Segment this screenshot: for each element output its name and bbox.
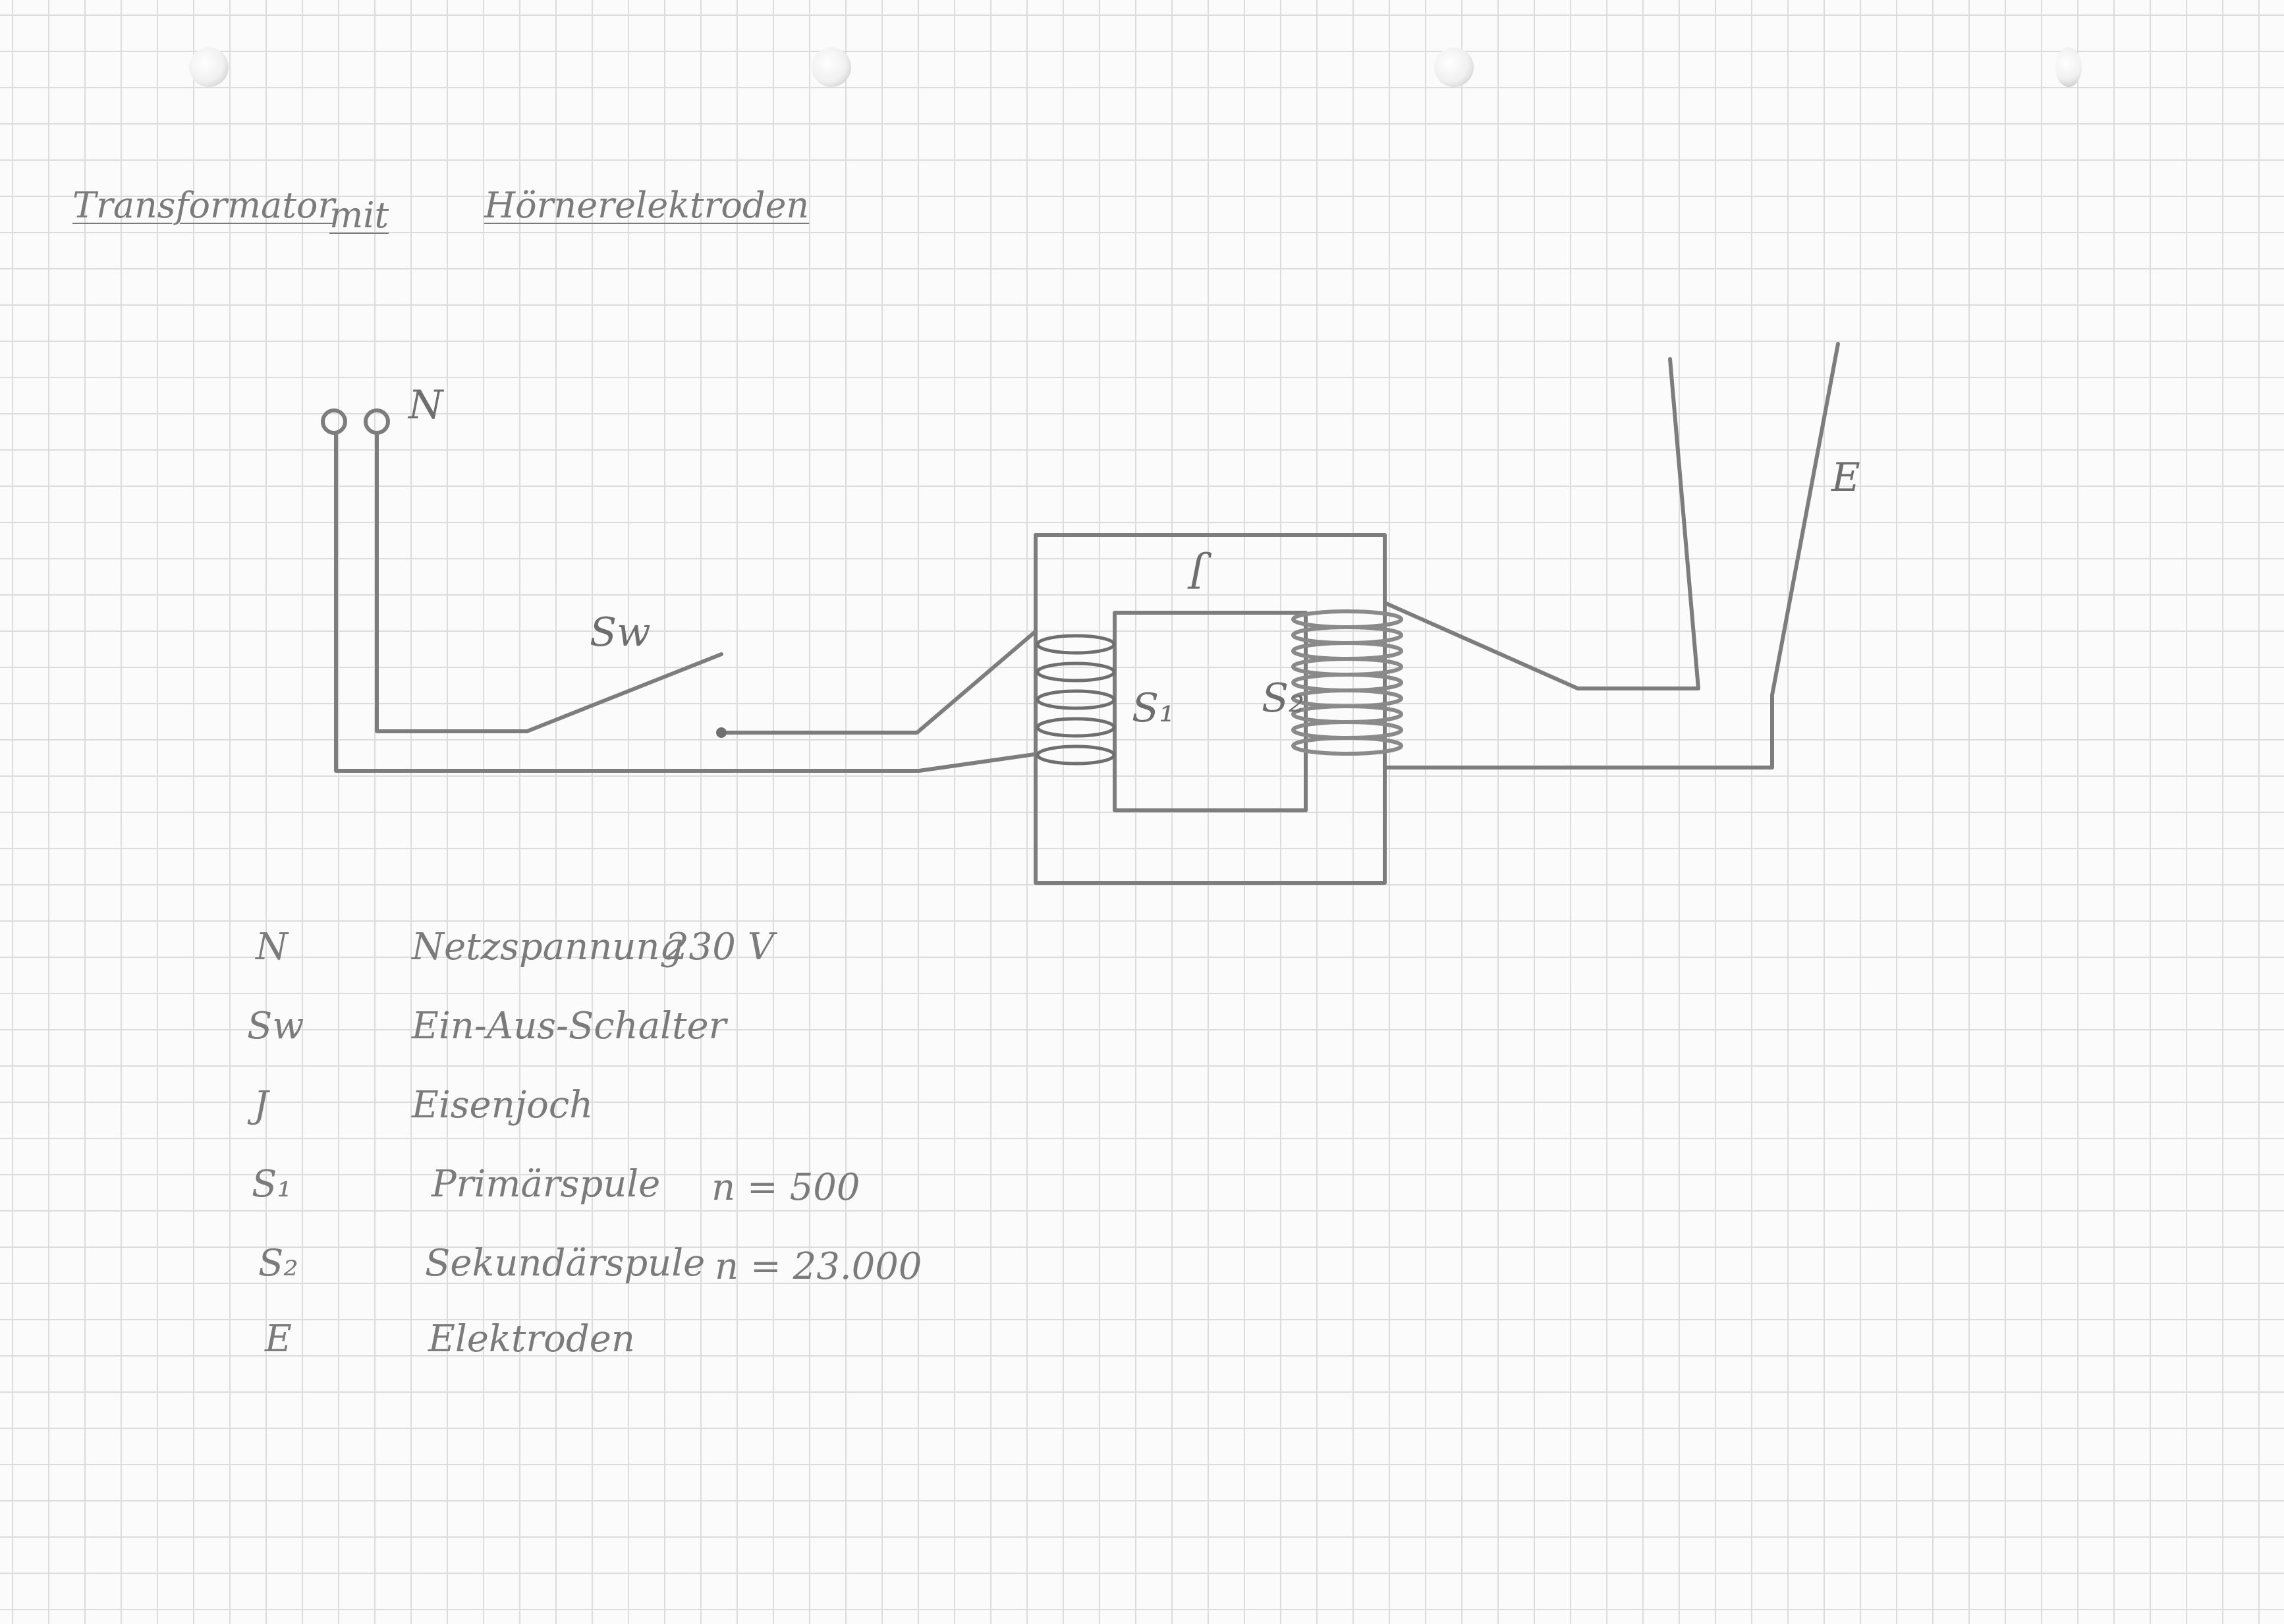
switch-lever bbox=[525, 652, 723, 733]
punch-hole-1 bbox=[189, 47, 229, 87]
legend-value-s1: n = 500 bbox=[711, 1166, 860, 1209]
legend-text-e: Elektroden bbox=[428, 1318, 635, 1360]
legend-symbol-sw: Sw bbox=[247, 1005, 304, 1048]
label-electrodes-e: E bbox=[1831, 455, 1860, 501]
page-title-transformator: Transformator bbox=[72, 184, 335, 226]
legend-symbol-j: J bbox=[254, 1084, 269, 1127]
switch-contact bbox=[716, 727, 727, 738]
wire-mains-right bbox=[375, 431, 529, 733]
page-title-hoernerelektroden: Hörnerelektroden bbox=[484, 184, 810, 226]
label-yoke-j: J bbox=[1189, 550, 1206, 596]
mains-terminal-left bbox=[321, 408, 347, 435]
legend-symbol-s2: S₂ bbox=[258, 1242, 298, 1285]
legend-text-j: Eisenjoch bbox=[412, 1084, 594, 1127]
punch-hole-3 bbox=[1434, 47, 1474, 87]
legend-text-n: Netzspannung bbox=[412, 926, 684, 968]
secondary-coil bbox=[1291, 609, 1403, 756]
legend-symbol-n: N bbox=[256, 926, 288, 968]
legend-symbol-s1: S₁ bbox=[252, 1163, 292, 1206]
legend-value-n: 230 V bbox=[665, 926, 775, 968]
wire-secondary-bottom bbox=[1383, 342, 1840, 770]
mains-terminal-right bbox=[364, 408, 390, 435]
legend-text-s2: Sekundärspule bbox=[425, 1242, 706, 1285]
label-switch-sw: Sw bbox=[590, 609, 651, 656]
label-primary-s1: S₁ bbox=[1132, 685, 1175, 731]
wire-switch-to-coil bbox=[719, 630, 1036, 735]
primary-coil bbox=[1036, 634, 1116, 766]
iron-yoke-inner bbox=[1113, 611, 1308, 812]
wire-mains-left bbox=[334, 431, 1036, 773]
legend-text-s1: Primärspule bbox=[432, 1163, 661, 1206]
label-secondary-s2: S₂ bbox=[1262, 675, 1305, 721]
label-mains-n: N bbox=[408, 382, 443, 428]
punch-hole-2 bbox=[812, 47, 851, 87]
legend-value-s2: n = 23.000 bbox=[715, 1245, 922, 1288]
wire-secondary-top bbox=[1383, 357, 1700, 690]
legend-text-sw: Ein-Aus-Schalter bbox=[412, 1005, 727, 1048]
page-title-mit: mit bbox=[329, 194, 389, 236]
legend-symbol-e: E bbox=[265, 1318, 292, 1360]
punch-hole-4 bbox=[2055, 47, 2082, 87]
